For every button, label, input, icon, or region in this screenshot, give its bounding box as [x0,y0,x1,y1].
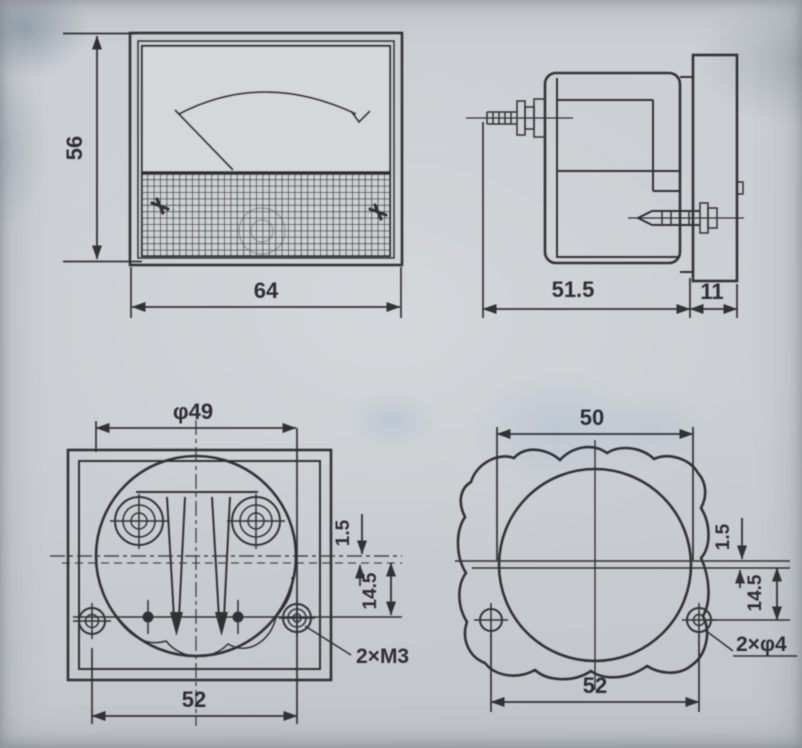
side-depth-dimensions: 51.5 11 [482,122,738,318]
cutout-hole-offset-label: 14.5 [745,574,766,611]
body-internal-edges [556,78,680,258]
cutout-hole-callout: 2×φ4 [704,629,797,657]
mount-stud-bottom-left [73,603,111,639]
cutout-diameter-label: 50 [580,405,604,430]
cutout-offset-dimensions: 1.5 14.5 [703,518,790,621]
dial-scale-arc [178,91,357,115]
rivet-ticks [147,600,239,634]
terminal-nut-right [227,494,285,549]
terminal-pointer-right [211,496,231,636]
back-diameter-dimension: φ49 [95,399,298,724]
faint-stamp-mark [238,207,286,255]
terminal-nut-left [110,494,168,549]
cutout-hole-spec-label: 2×φ4 [736,633,787,656]
back-spacing-label: 52 [182,687,206,712]
movement-silhouette [100,576,294,658]
front-height-dim-label: 56 [62,136,87,160]
cutout-diameter-dimension: 50 [496,405,694,560]
back-diameter-label: φ49 [173,399,213,424]
back-square-outer [66,448,333,682]
meter-dial-face [141,45,391,173]
back-stud-spec-label: 2×M3 [356,645,409,668]
side-body-depth-label: 51.5 [552,277,595,302]
front-width-dimension: 64 [130,267,402,318]
back-spacing-dimension: 52 [91,648,298,724]
meter-bezel [128,31,404,267]
cutout-hole-left [474,603,508,637]
cutout-spacing-dimension: 52 [490,634,700,712]
front-view: 56 64 [62,31,404,318]
panel-break-outline [456,445,710,681]
meter-body-side [543,71,682,265]
side-bezel-depth-label: 11 [700,279,723,304]
rear-plate-edges [680,76,693,273]
bezel-notch [737,181,744,195]
back-view: φ49 52 1.5 14.5 2×M3 [50,399,409,726]
cutout-center-offset-label: 1.5 [713,523,734,550]
grille-screw-right [368,203,388,221]
side-view: 51.5 11 [466,53,744,318]
terminal-screw [486,98,546,138]
back-center-offset-label: 1.5 [333,519,354,546]
back-mount-offset-label: 14.5 [360,572,381,609]
cutout-spacing-label: 52 [583,673,607,698]
front-height-dimension: 56 [62,32,142,263]
back-offset-dimensions: 1.5 14.5 [333,514,396,616]
textured-grille-panel [141,173,391,257]
panel-cutout-view: 50 52 1.5 14.5 [455,405,797,712]
meter-bezel-inner-edge [137,40,395,259]
dial-scale-end-tick [350,110,371,124]
front-bezel-side [691,53,739,283]
terminal-pointer-left [166,496,186,636]
pointer-needle [174,109,234,171]
front-width-dim-label: 64 [254,278,279,303]
mounting-stud [635,202,718,234]
grille-screw-left [150,197,170,215]
back-stud-callout: 2×M3 [304,625,409,668]
back-square-inner [78,460,321,670]
